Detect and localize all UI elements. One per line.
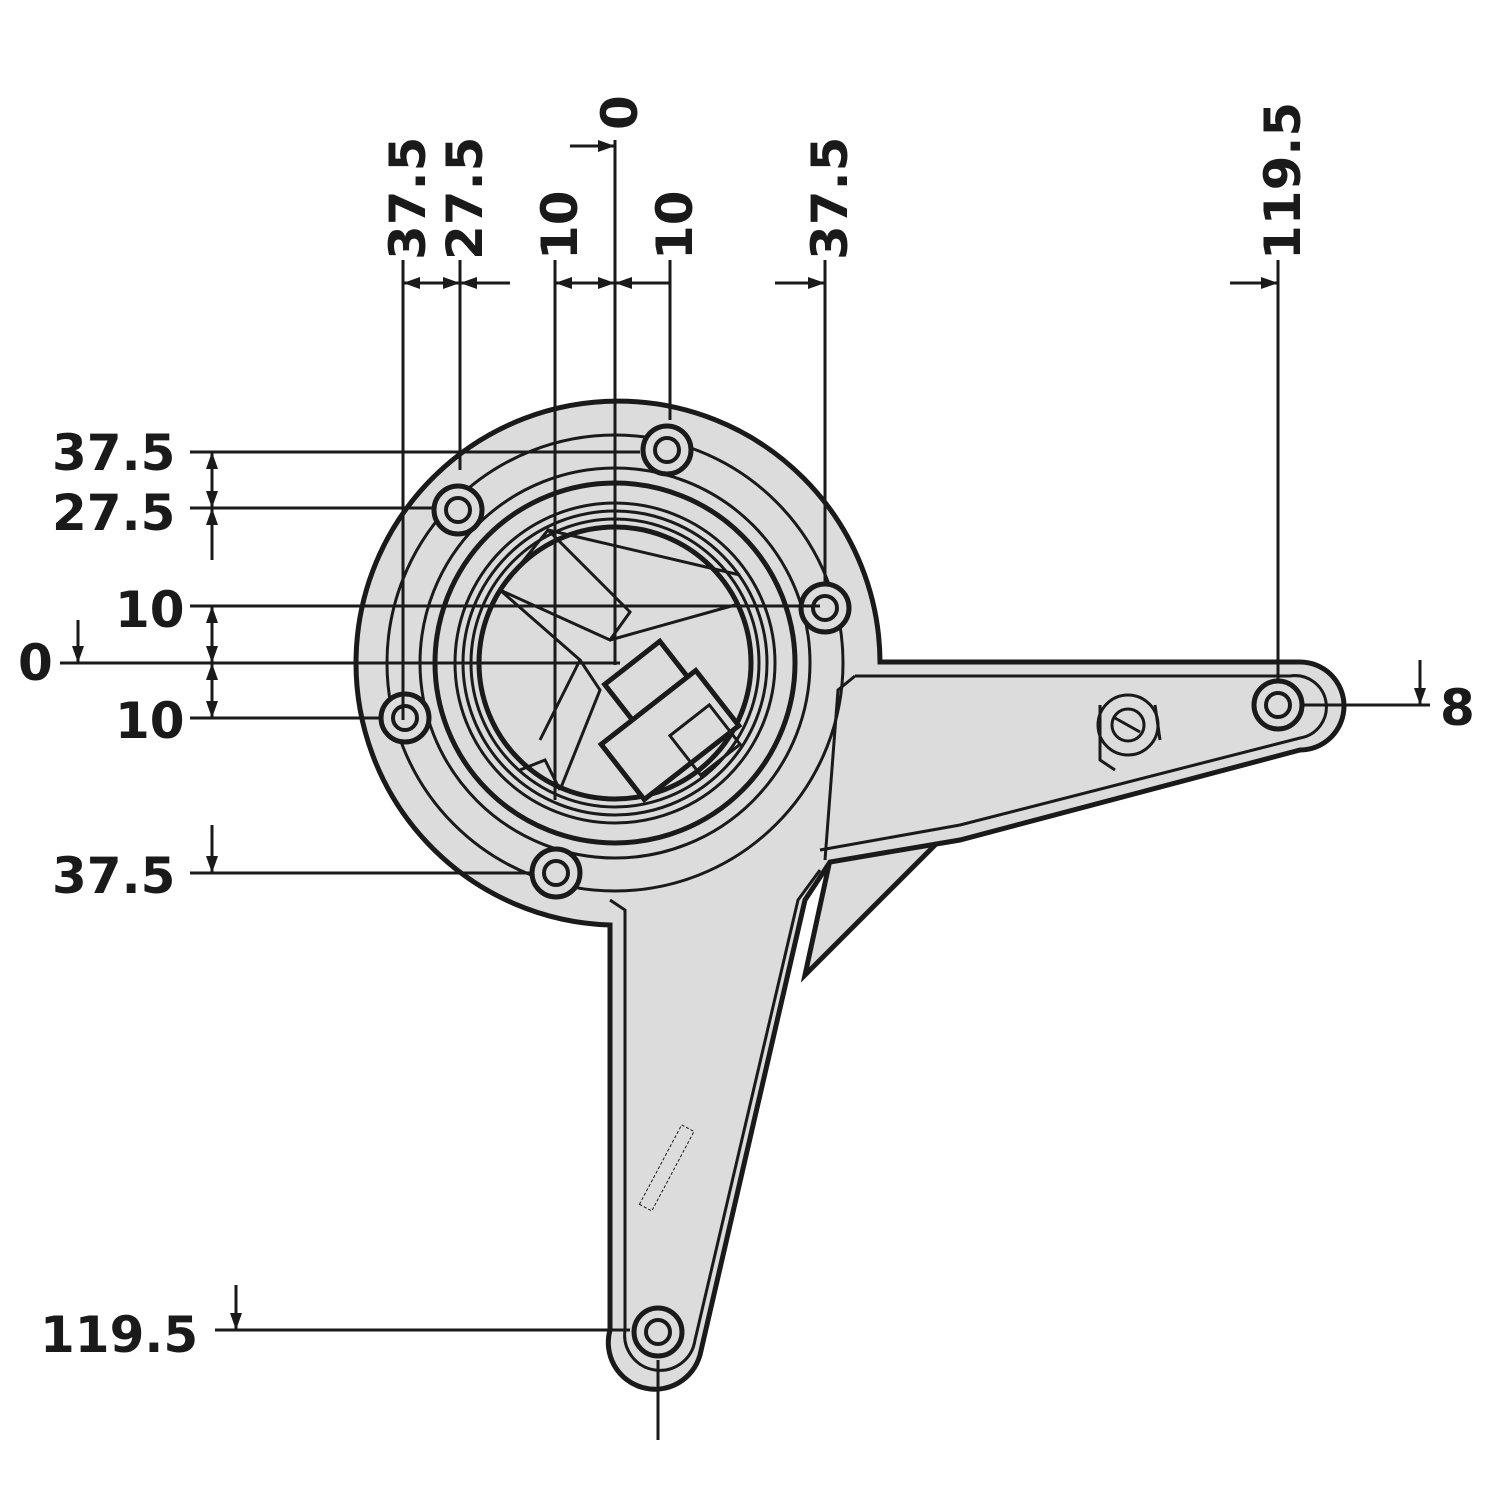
top-dim-label-37-5-right: 37.5 — [801, 137, 859, 260]
hub-and-arms-outline — [353, 398, 1347, 1392]
dimension-arrowheads — [72, 140, 1426, 1330]
lower-arm-bolt — [631, 1305, 685, 1359]
hub-bolt-5 — [529, 846, 583, 900]
right-dim-label-8: 8 — [1440, 679, 1475, 737]
top-dim-label-27-5: 27.5 — [436, 137, 494, 260]
right-arm-inner-vertical — [823, 674, 856, 861]
hub-bolt-1 — [640, 423, 694, 477]
logo-emblem-icon — [1096, 693, 1162, 772]
right-arm-bolt — [1251, 678, 1305, 732]
top-dim-label-119-5: 119.5 — [1254, 102, 1312, 260]
hub-bolt-2 — [431, 483, 485, 537]
top-dim-label-10-left: 10 — [531, 190, 589, 260]
left-dim-label-37-5-bottom: 37.5 — [52, 847, 175, 905]
left-dim-label-0: 0 — [18, 634, 53, 692]
hub-bolt-4 — [378, 691, 432, 745]
left-dim-label-37-5-top: 37.5 — [52, 424, 175, 482]
hub-mechanism — [497, 527, 743, 804]
left-dim-label-27-5: 27.5 — [52, 484, 175, 542]
lower-arm-inner-line — [609, 869, 822, 1372]
top-dim-label-0: 0 — [591, 95, 649, 130]
engraved-marking — [638, 1124, 695, 1212]
part-body — [353, 398, 1347, 1392]
hub-bolt-3 — [798, 581, 852, 635]
left-dim-label-10-top: 10 — [115, 581, 185, 639]
dimension-lines — [60, 140, 1430, 1440]
top-dim-label-10-right: 10 — [646, 190, 704, 260]
top-dim-label-37-5-left: 37.5 — [379, 137, 437, 260]
left-dim-label-10-bottom: 10 — [115, 692, 185, 750]
left-dim-label-119-5: 119.5 — [40, 1306, 198, 1364]
